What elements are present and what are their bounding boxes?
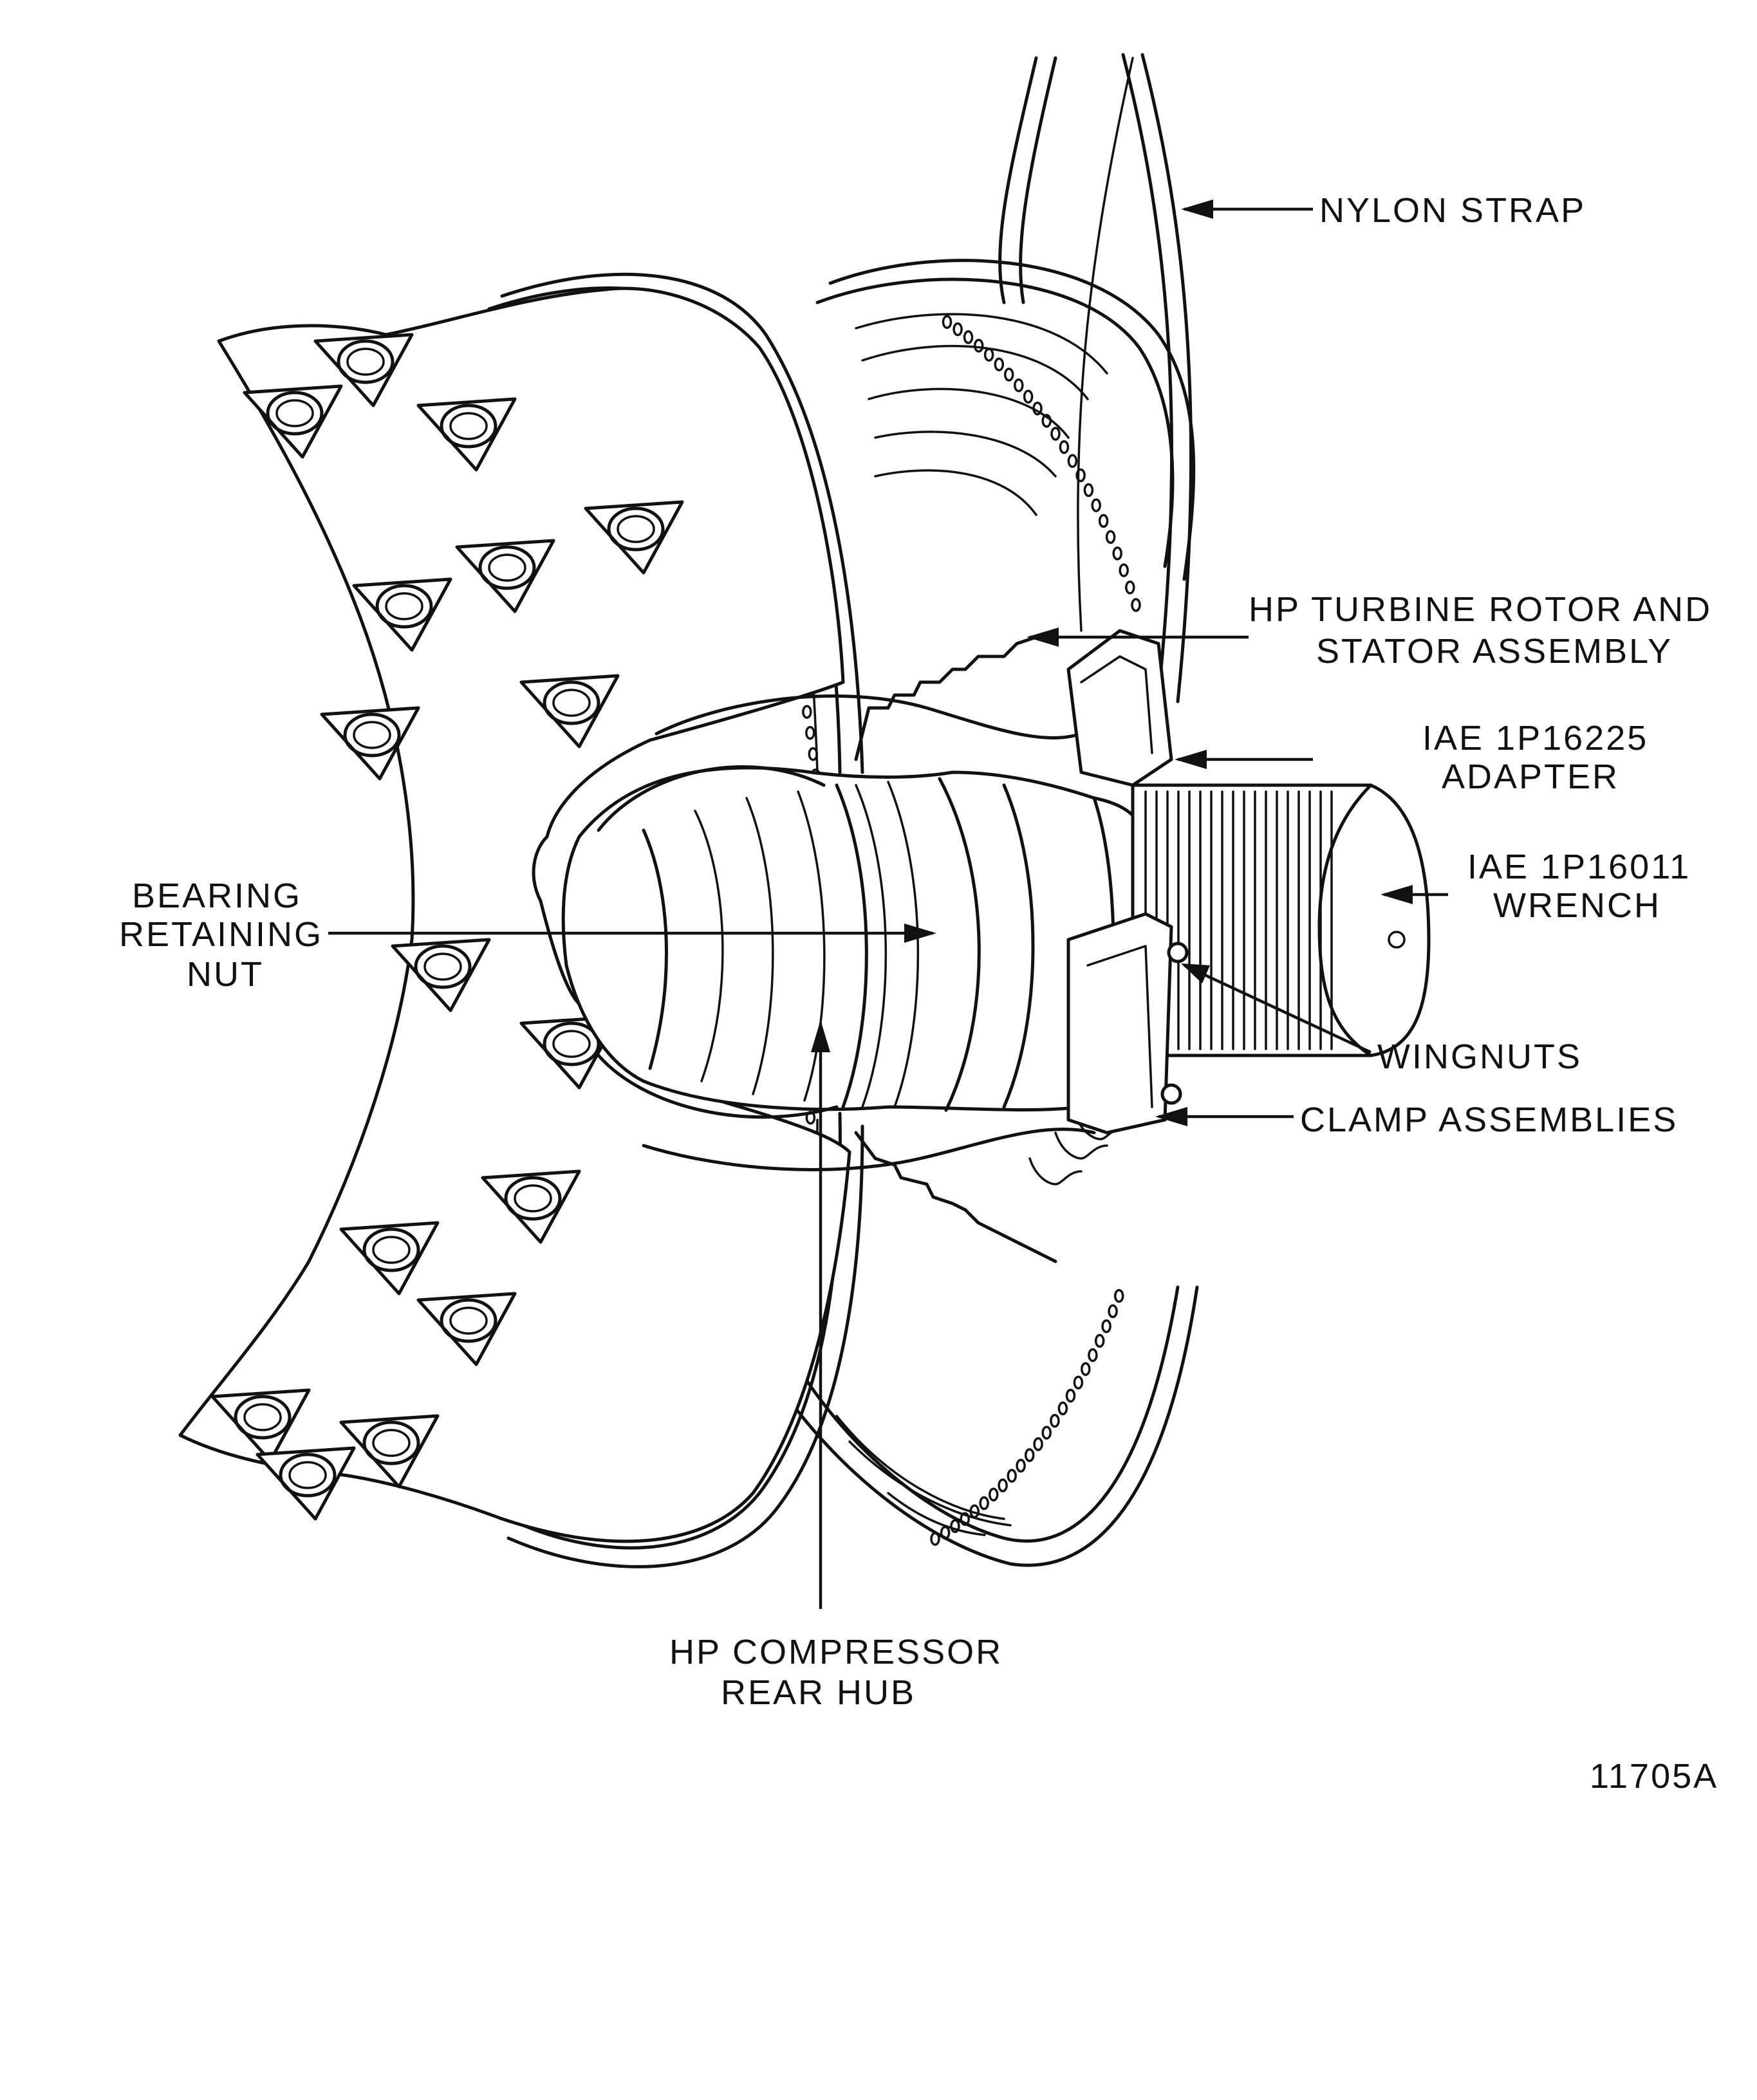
cutaway-section xyxy=(561,694,1148,1171)
bolt-hole xyxy=(973,339,984,353)
bolt-hole xyxy=(1033,1437,1043,1451)
bolt-hole xyxy=(1041,414,1052,428)
label-hp-compressor-line1: HP COMPRESSOR xyxy=(669,1633,1003,1671)
boss-flange xyxy=(584,500,684,575)
label-adapter-line1: IAE 1P16225 xyxy=(1422,719,1648,757)
bolt-hole xyxy=(979,1496,989,1510)
adapter xyxy=(1066,629,1173,787)
turbine-case-rear xyxy=(790,259,1199,1567)
label-hp-turbine-line2: STATOR ASSEMBLY xyxy=(1316,632,1673,671)
bolt-hole xyxy=(1091,498,1101,512)
label-clamp-assemblies: CLAMP ASSEMBLIES xyxy=(1300,1101,1678,1139)
bolt-hole xyxy=(983,348,994,362)
boss-flange xyxy=(339,1414,440,1489)
figure-id: 11705A xyxy=(1590,1757,1718,1796)
bolt-hole xyxy=(942,315,953,330)
clamp-assemblies xyxy=(1066,912,1189,1135)
boss-flange xyxy=(256,1446,356,1521)
callout-leaders xyxy=(328,200,1448,1609)
bolt-hole xyxy=(1113,1288,1124,1303)
boss-flange xyxy=(391,938,491,1012)
bolt-hole xyxy=(940,1525,951,1540)
bolt-hole xyxy=(1050,427,1061,441)
label-bearing-line2: RETAINING xyxy=(119,915,323,954)
bolt-hole xyxy=(1073,1375,1084,1389)
boss-flange xyxy=(352,577,452,652)
bolt-hole xyxy=(1112,546,1122,561)
bolt-hole xyxy=(950,1519,960,1534)
boss-flange xyxy=(416,397,517,472)
boss-flange xyxy=(519,674,620,748)
boss-flange xyxy=(416,1292,517,1366)
bolt-hole xyxy=(802,705,812,719)
label-hp-compressor-line2: REAR HUB xyxy=(721,1673,916,1712)
nylon-strap xyxy=(998,53,1193,723)
bolt-hole xyxy=(1081,1362,1091,1376)
bolt-hole xyxy=(1088,1348,1098,1362)
boss-flange xyxy=(243,384,343,459)
bolt-hole xyxy=(963,330,974,344)
bolt-hole xyxy=(808,747,819,761)
bolt-hole xyxy=(1131,598,1141,612)
bolt-hole xyxy=(1101,1319,1111,1333)
boss-flange xyxy=(210,1388,311,1463)
bolt-hole xyxy=(1059,440,1070,454)
label-nylon-strap: NYLON STRAP xyxy=(1319,191,1586,230)
bolt-hole xyxy=(1014,378,1024,393)
bolt-hole xyxy=(953,322,963,337)
bolt-hole xyxy=(1083,483,1094,497)
boss-flange xyxy=(455,539,555,613)
bolt-hole xyxy=(969,1504,980,1519)
case-bosses xyxy=(210,333,684,1521)
bolt-hole xyxy=(1016,1458,1026,1473)
bolt-hole xyxy=(1075,468,1086,483)
bolt-hole xyxy=(1007,1469,1017,1483)
bolt-hole xyxy=(1094,1333,1105,1348)
boss-flange xyxy=(320,706,420,781)
callout-labels: NYLON STRAP HP TURBINE ROTOR AND STATOR … xyxy=(119,191,1718,1796)
boss-flange xyxy=(313,333,414,407)
label-wingnuts: WINGNUTS xyxy=(1377,1037,1582,1076)
bolt-hole xyxy=(1105,530,1116,544)
bolt-hole xyxy=(998,1478,1008,1492)
bolt-hole xyxy=(1023,389,1034,404)
label-bearing-line3: NUT xyxy=(187,955,264,994)
bolt-hole xyxy=(1067,454,1078,469)
boss-flange xyxy=(481,1169,581,1244)
bolt-hole xyxy=(1108,1304,1118,1319)
bolt-hole xyxy=(1125,581,1135,595)
bolt-hole xyxy=(994,357,1005,371)
bolt-hole xyxy=(1057,1401,1068,1416)
bolt-hole xyxy=(1024,1448,1035,1462)
bolt-hole xyxy=(1098,514,1109,528)
label-hp-turbine-line1: HP TURBINE ROTOR AND xyxy=(1249,590,1712,629)
label-bearing-line1: BEARING xyxy=(132,877,302,915)
wrench-tool xyxy=(1131,783,1431,1057)
label-adapter-line2: ADAPTER xyxy=(1442,757,1619,796)
bolt-hole xyxy=(960,1512,970,1526)
label-wrench-line2: WRENCH xyxy=(1493,886,1661,925)
bolt-hole xyxy=(1119,563,1129,577)
bolt-hole xyxy=(988,1487,999,1501)
bolt-hole xyxy=(1065,1388,1076,1403)
label-wrench-line1: IAE 1P16011 xyxy=(1467,848,1691,886)
bolt-hole xyxy=(1032,401,1043,416)
bolt-hole xyxy=(1041,1426,1052,1440)
rotor-serrations xyxy=(854,629,1128,1263)
bolt-hole xyxy=(805,725,815,740)
boss-flange xyxy=(339,1221,440,1296)
bolt-hole xyxy=(1050,1413,1060,1428)
bolt-hole xyxy=(930,1532,940,1546)
bolt-hole xyxy=(1003,367,1014,382)
wrench-ribs xyxy=(1144,790,1333,1050)
